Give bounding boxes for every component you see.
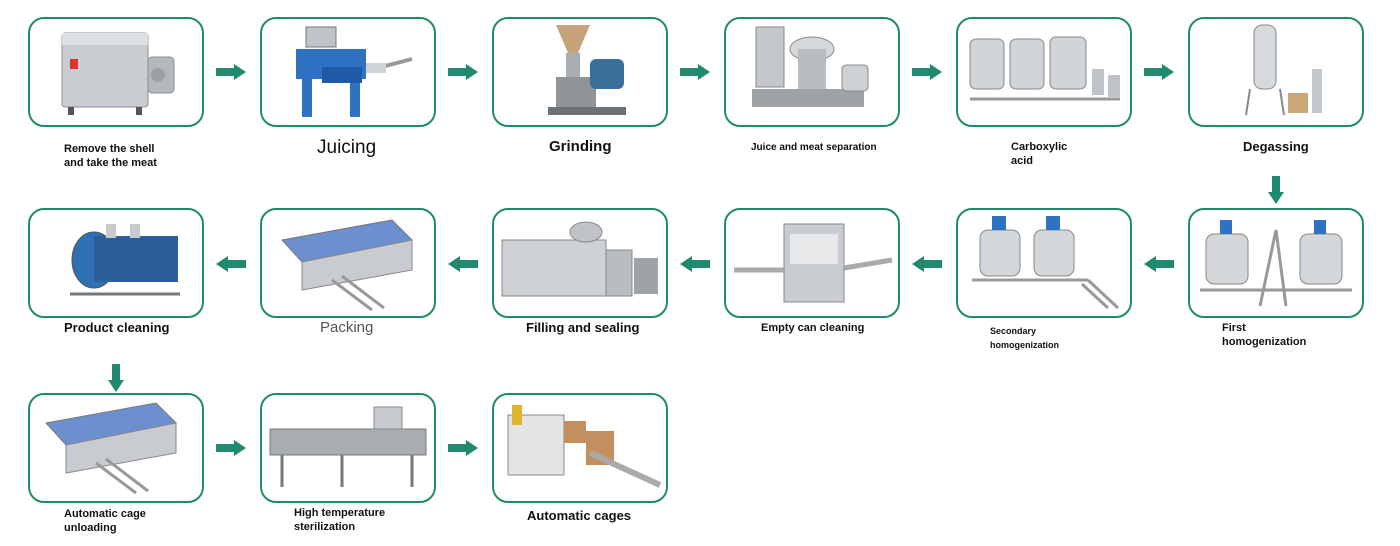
step-grinding: Grinding — [492, 17, 668, 154]
carton-sealer-icon — [492, 393, 668, 503]
arrow-down-icon — [108, 364, 124, 392]
cage-unloader-icon — [28, 393, 204, 503]
homogenizer-tanks-platform-icon — [956, 208, 1132, 318]
step-remove-shell: Remove the shell and take the meat — [28, 17, 204, 169]
step-label: Degassing — [1243, 139, 1309, 154]
step-first-homogenization: First homogenization — [1188, 208, 1364, 348]
step-label: Filling and sealing — [526, 320, 640, 335]
step-packing: Packing — [260, 208, 436, 335]
arrow-right-icon — [912, 64, 942, 80]
filling-machine-icon — [492, 208, 668, 318]
arrow-left-icon — [448, 256, 478, 272]
step-label: High temperature sterilization — [294, 507, 386, 533]
colloid-mill-icon — [492, 17, 668, 127]
vacuum-degasser-icon — [1188, 17, 1364, 127]
arrow-right-icon — [448, 440, 478, 456]
tunnel-pasteurizer-icon — [260, 393, 436, 503]
step-juicing: Juicing — [260, 17, 436, 157]
arrow-right-icon — [448, 64, 478, 80]
arrow-down-icon — [1268, 176, 1284, 204]
arrow-left-icon — [912, 256, 942, 272]
arrow-right-icon — [216, 64, 246, 80]
centrifugal-separator-icon — [724, 17, 900, 127]
step-juice-meat-separation: Juice and meat separation — [724, 17, 900, 153]
step-auto-cage-unloading: Automatic cage unloading — [28, 393, 204, 534]
step-label: Carboxylic acid — [1011, 141, 1068, 167]
step-empty-can-cleaning: Empty can cleaning — [724, 208, 900, 334]
step-label: Secondary homogenization — [990, 326, 1059, 350]
step-label: Juice and meat separation — [751, 142, 877, 153]
step-label: Automatic cages — [527, 508, 632, 523]
step-product-cleaning: Product cleaning — [28, 208, 204, 335]
arrow-left-icon — [216, 256, 246, 272]
homogenizer-tanks-icon — [1188, 208, 1364, 318]
arrow-left-icon — [680, 256, 710, 272]
step-filling-sealing: Filling and sealing — [492, 208, 668, 335]
step-label: Packing — [320, 319, 374, 336]
arrow-right-icon — [1144, 64, 1174, 80]
step-label: Automatic cage unloading — [64, 508, 146, 534]
arrow-right-icon — [680, 64, 710, 80]
retort-sterilizer-icon — [28, 208, 204, 318]
arrow-right-icon — [216, 440, 246, 456]
step-carboxylic-acid: Carboxylic acid — [956, 17, 1132, 167]
step-label: Empty can cleaning — [761, 322, 865, 334]
step-label: First homogenization — [1222, 322, 1307, 348]
step-high-temp-sterilization: High temperature sterilization — [260, 393, 436, 533]
step-label: Product cleaning — [64, 320, 170, 335]
juicer-machine-icon — [260, 17, 436, 127]
mixing-tanks-icon — [956, 17, 1132, 127]
step-automatic-cages: Automatic cages — [492, 393, 668, 523]
shell-removal-machine-icon — [28, 17, 204, 127]
can-washer-icon — [724, 208, 900, 318]
step-label: Grinding — [549, 138, 612, 155]
step-label: Juicing — [317, 137, 377, 158]
step-degassing: Degassing — [1188, 17, 1364, 154]
cage-loader-icon — [260, 208, 436, 318]
step-label: Remove the shell and take the meat — [64, 143, 157, 169]
step-secondary-homogenization: Secondary homogenization — [956, 208, 1132, 350]
arrow-left-icon — [1144, 256, 1174, 272]
